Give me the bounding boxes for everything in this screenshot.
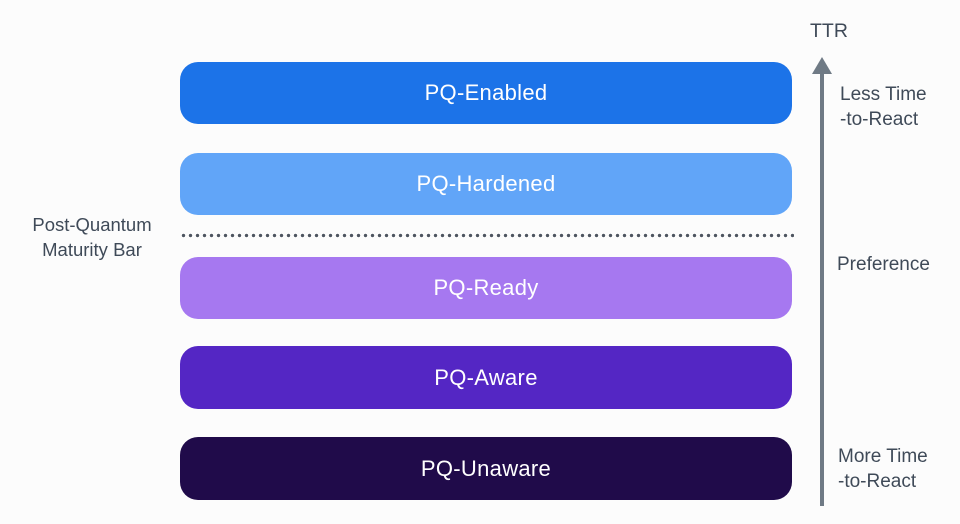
maturity-level-label: PQ-Hardened bbox=[416, 171, 556, 196]
maturity-level-pq-unaware: PQ-Unaware bbox=[180, 437, 792, 500]
maturity-level-pq-aware: PQ-Aware bbox=[180, 346, 792, 409]
ttr-label-less-time-to-react: Less Time -to-React bbox=[840, 84, 927, 130]
ttr-axis-arrowhead-icon bbox=[812, 57, 832, 74]
ttr-label-more-time-to-react: More Time -to-React bbox=[838, 446, 928, 492]
maturity-level-label: PQ-Ready bbox=[433, 275, 539, 300]
maturity-level-label: PQ-Enabled bbox=[424, 80, 548, 105]
maturity-level-pq-ready: PQ-Ready bbox=[180, 257, 792, 319]
ttr-axis-arrow-line bbox=[820, 70, 824, 506]
ttr-label-preference: Preference bbox=[837, 254, 930, 275]
maturity-level-pq-hardened: PQ-Hardened bbox=[180, 153, 792, 215]
maturity-bar-label: Post-Quantum Maturity Bar bbox=[32, 214, 152, 260]
maturity-bar-threshold-line bbox=[180, 233, 794, 238]
maturity-level-label: PQ-Aware bbox=[434, 364, 538, 390]
ttr-axis-title: TTR bbox=[810, 20, 848, 42]
maturity-level-label: PQ-Unaware bbox=[420, 455, 552, 481]
maturity-level-pq-enabled: PQ-Enabled bbox=[180, 62, 792, 124]
